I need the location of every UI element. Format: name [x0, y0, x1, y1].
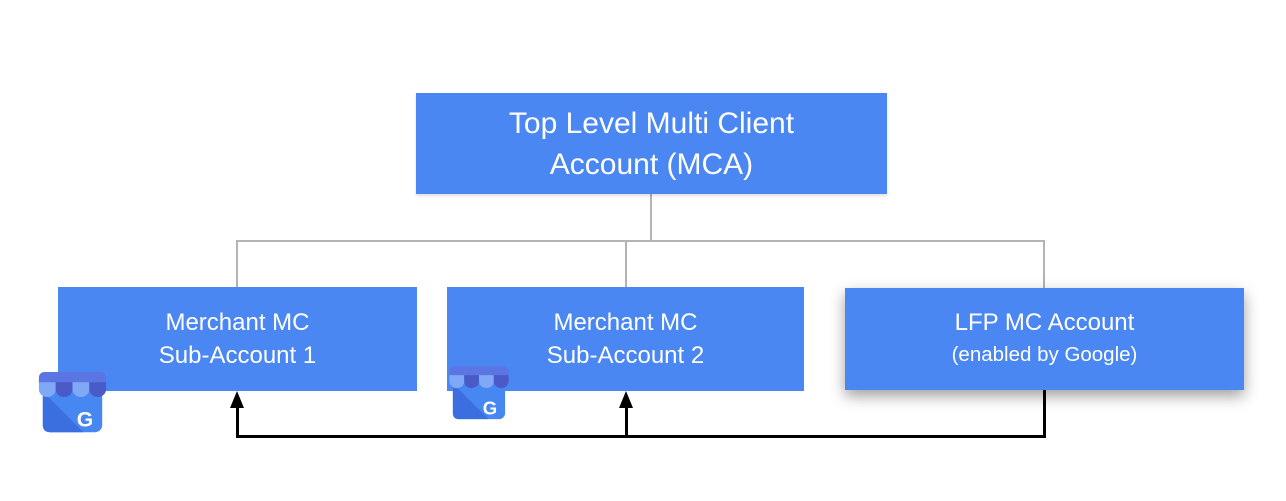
connector-mca-stem [650, 194, 652, 240]
arrow-horizontal-segment [236, 435, 1046, 438]
node-label-line1: Top Level Multi Client [508, 106, 795, 140]
node-top-level-mca: Top Level Multi Client Account (MCA) [416, 93, 887, 194]
arrowhead-to-sub1 [230, 391, 244, 408]
node-label-line2: Account (MCA) [549, 147, 754, 181]
arrow-lfp-down-segment [1043, 390, 1046, 437]
arrow-up-segment-sub2 [625, 406, 628, 438]
icon-letter-g: G [77, 409, 93, 432]
node-label-line2: (enabled by Google) [951, 343, 1138, 366]
node-label-line1: LFP MC Account [954, 309, 1135, 336]
connector-horizontal-bar [236, 240, 1045, 242]
node-label-line2: Sub-Account 2 [546, 342, 705, 369]
node-label-line1: Merchant MC [553, 309, 698, 336]
google-business-profile-icon: G [38, 372, 107, 433]
google-business-profile-icon: G [449, 366, 509, 420]
arrow-up-segment-sub1 [236, 406, 239, 438]
connector-drop-sub1 [236, 240, 238, 287]
node-lfp-mc-account: LFP MC Account (enabled by Google) [845, 288, 1244, 390]
connector-drop-sub2 [625, 240, 627, 287]
connector-drop-lfp [1043, 240, 1045, 288]
node-label-line2: Sub-Account 1 [158, 342, 317, 369]
arrowhead-to-sub2 [619, 391, 633, 408]
node-label-line1: Merchant MC [165, 309, 310, 336]
icon-letter-g: G [483, 397, 497, 418]
node-merchant-sub-account-1: Merchant MC Sub-Account 1 [58, 287, 417, 391]
